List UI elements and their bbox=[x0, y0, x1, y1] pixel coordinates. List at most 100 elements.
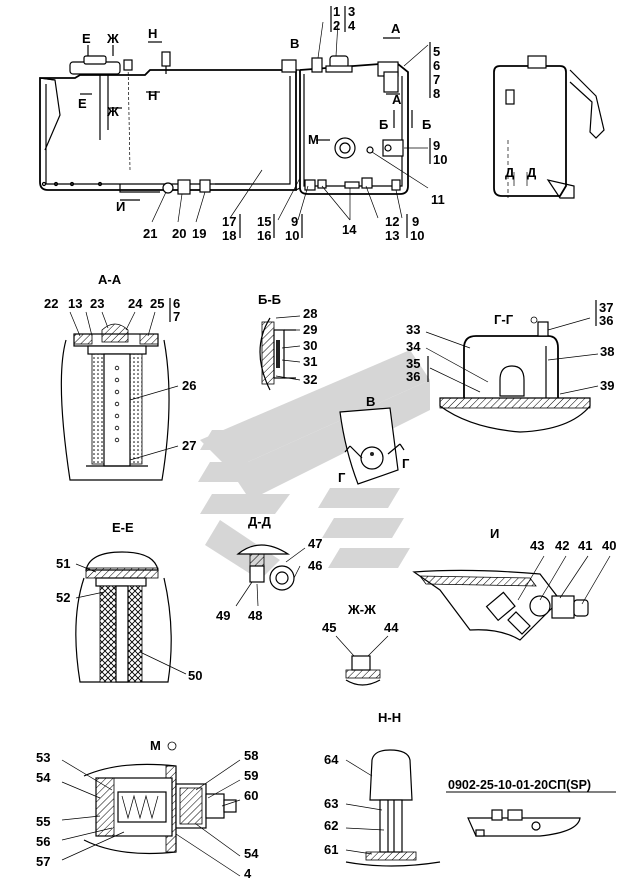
callout-16: 16 bbox=[257, 228, 271, 243]
mark-a-top: А bbox=[391, 21, 401, 36]
callout-9b: 9 bbox=[291, 214, 298, 229]
mark-zh-top: Ж bbox=[106, 31, 119, 46]
m-view-circle bbox=[167, 741, 177, 751]
view-nn bbox=[345, 749, 441, 867]
m-callout-60: 60 bbox=[244, 788, 258, 803]
callout-17: 17 bbox=[222, 214, 236, 229]
callout-20: 20 bbox=[172, 226, 186, 241]
mark-m: М bbox=[308, 132, 319, 147]
m-callout-53: 53 bbox=[36, 750, 50, 765]
callout-15: 15 bbox=[257, 214, 271, 229]
dd-callout-46: 46 bbox=[308, 558, 322, 573]
callout-13: 13 bbox=[385, 228, 399, 243]
callout-2: 2 bbox=[333, 18, 340, 33]
mark-n-bottom: Н bbox=[148, 88, 157, 103]
view-gg bbox=[425, 300, 599, 433]
view-bb bbox=[259, 315, 301, 391]
aa-callout-23: 23 bbox=[90, 296, 104, 311]
gg-callout-37: 37 bbox=[599, 300, 613, 315]
bb-callout-30: 30 bbox=[303, 338, 317, 353]
m-callout-55: 55 bbox=[36, 814, 50, 829]
callout-10c: 10 bbox=[410, 228, 424, 243]
gg-callout-36a: 36 bbox=[406, 369, 420, 384]
view-dd bbox=[235, 544, 306, 607]
v-mark-g-left: Г bbox=[338, 470, 346, 485]
m-callout-58: 58 bbox=[244, 748, 258, 763]
side-view bbox=[493, 55, 605, 199]
bb-callout-31: 31 bbox=[303, 354, 317, 369]
mark-d-left: Д bbox=[505, 165, 515, 180]
view-m bbox=[61, 759, 241, 877]
aa-callout-26: 26 bbox=[182, 378, 196, 393]
m-callout-54a: 54 bbox=[36, 770, 51, 785]
callout-10a: 10 bbox=[433, 152, 447, 167]
detail-bottom-right bbox=[467, 809, 581, 837]
zhzh-callout-45: 45 bbox=[322, 620, 336, 635]
aa-callout-7: 7 bbox=[173, 309, 180, 324]
zhzh-callout-44: 44 bbox=[384, 620, 399, 635]
bb-callout-32: 32 bbox=[303, 372, 317, 387]
view-i bbox=[412, 555, 611, 641]
mark-n-top: Н bbox=[148, 26, 157, 41]
mark-b-left: Б bbox=[379, 117, 388, 132]
m-callout-4: 4 bbox=[244, 866, 252, 881]
view-aa-title: А-А bbox=[98, 272, 122, 287]
callout-9c: 9 bbox=[412, 214, 419, 229]
callout-19: 19 bbox=[192, 226, 206, 241]
gg-callout-38: 38 bbox=[600, 344, 614, 359]
gg-callout-36b: 36 bbox=[599, 313, 613, 328]
mark-b-right: Б bbox=[422, 117, 431, 132]
gg-view-circle bbox=[530, 316, 538, 324]
callout-18: 18 bbox=[222, 228, 236, 243]
view-ee-title: Е-Е bbox=[112, 520, 134, 535]
ee-callout-51: 51 bbox=[56, 556, 70, 571]
ee-callout-52: 52 bbox=[56, 590, 70, 605]
aa-callout-22: 22 bbox=[44, 296, 58, 311]
aa-callout-6: 6 bbox=[173, 296, 180, 311]
ee-callout-50: 50 bbox=[188, 668, 202, 683]
nn-callout-63: 63 bbox=[324, 796, 338, 811]
gg-callout-35: 35 bbox=[406, 356, 420, 371]
text-layer: Е Ж Н В А Е Ж Н А Б Б И Д Д М 1 2 3 4 5 … bbox=[36, 4, 616, 881]
callout-11: 11 bbox=[431, 192, 445, 207]
m-callout-56: 56 bbox=[36, 834, 50, 849]
nn-callout-62: 62 bbox=[324, 818, 338, 833]
view-nn-title: Н-Н bbox=[378, 710, 401, 725]
view-zhzh bbox=[335, 635, 389, 686]
dd-callout-49: 49 bbox=[216, 608, 230, 623]
i-callout-43: 43 bbox=[530, 538, 544, 553]
nn-callout-61: 61 bbox=[324, 842, 338, 857]
callout-9a: 9 bbox=[433, 138, 440, 153]
gg-callout-34: 34 bbox=[406, 339, 421, 354]
aa-callout-27: 27 bbox=[182, 438, 196, 453]
document-code: 0902-25-10-01-20СП(SP) bbox=[448, 778, 591, 792]
aa-callout-24: 24 bbox=[128, 296, 143, 311]
aa-callout-25: 25 bbox=[150, 296, 164, 311]
callout-10b: 10 bbox=[285, 228, 299, 243]
view-v-title: В bbox=[366, 394, 375, 409]
callout-3: 3 bbox=[348, 4, 355, 19]
view-zhzh-title: Ж-Ж bbox=[347, 602, 376, 617]
view-m-title: М bbox=[150, 738, 161, 753]
callout-12: 12 bbox=[385, 214, 399, 229]
mark-v-top: В bbox=[290, 36, 299, 51]
callout-21: 21 bbox=[143, 226, 157, 241]
view-dd-title: Д-Д bbox=[248, 514, 272, 529]
view-gg-title: Г-Г bbox=[494, 312, 514, 327]
callout-8: 8 bbox=[433, 86, 440, 101]
view-v bbox=[339, 407, 405, 485]
mark-e-bottom: Е bbox=[78, 96, 87, 111]
callout-4: 4 bbox=[348, 18, 356, 33]
main-view bbox=[39, 6, 431, 238]
m-callout-54b: 54 bbox=[244, 846, 259, 861]
view-ee bbox=[75, 551, 187, 683]
bb-callout-28: 28 bbox=[303, 306, 317, 321]
nn-callout-64: 64 bbox=[324, 752, 339, 767]
view-i-title: И bbox=[490, 526, 499, 541]
callout-6: 6 bbox=[433, 58, 440, 73]
mark-zh-bottom: Ж bbox=[106, 104, 119, 119]
mark-a-bottom: А bbox=[392, 92, 402, 107]
dd-callout-47: 47 bbox=[308, 536, 322, 551]
m-callout-57: 57 bbox=[36, 854, 50, 869]
